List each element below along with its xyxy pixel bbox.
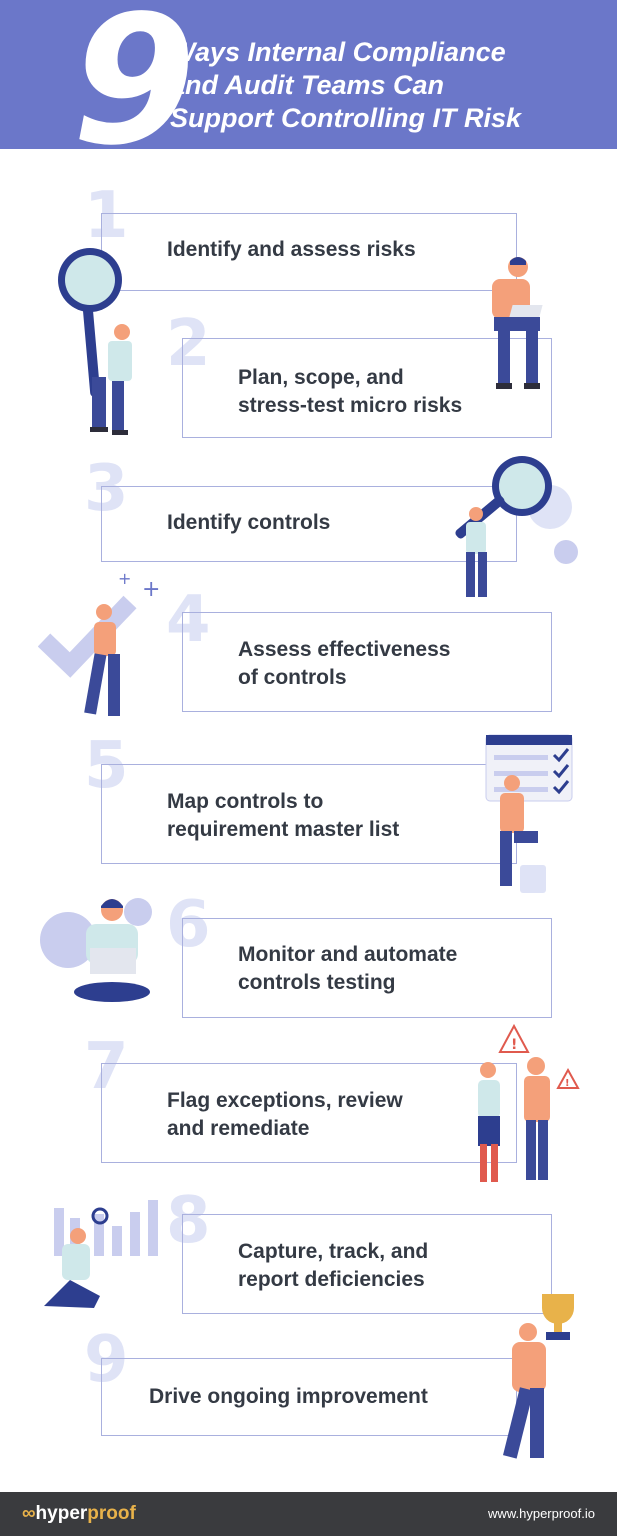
- checkmark-person-illustration: + +: [38, 570, 160, 716]
- step-label-2: Plan, scope, and stress-test micro risks: [238, 366, 463, 417]
- logo-mark-icon: ∞: [22, 1503, 36, 1524]
- website-link[interactable]: www.hyperproof.io: [488, 1506, 595, 1521]
- step-box-3: [101, 486, 517, 562]
- step-number-2: 2: [166, 307, 211, 381]
- hyperproof-logo[interactable]: ∞hyperproof: [22, 1503, 136, 1525]
- step-box-7: [101, 1063, 517, 1163]
- step-label-1: Identify and assess risks: [167, 238, 416, 261]
- svg-text:!: !: [565, 1078, 570, 1089]
- step-label-7: Flag exceptions, review and remediate: [167, 1089, 403, 1140]
- step-label-4: Assess effectiveness of controls: [238, 638, 451, 689]
- step-number-4: 4: [166, 583, 211, 657]
- magnifier-person-illustration: [58, 248, 132, 435]
- step-box-6: [182, 918, 552, 1018]
- step-label-3: Identify controls: [167, 511, 331, 534]
- step-box-2: [182, 338, 552, 438]
- step-label-6: Monitor and automate controls testing: [238, 943, 458, 994]
- step-number-5: 5: [84, 729, 129, 803]
- warning-people-illustration: ! !: [478, 1024, 580, 1182]
- page-title: Ways Internal Compliance and Audit Teams…: [170, 36, 600, 135]
- bar-chart-person-illustration: [44, 1200, 158, 1308]
- title-line: and Audit Teams Can: [170, 70, 445, 100]
- logo-text-suffix: proof: [87, 1503, 136, 1524]
- step-number-6: 6: [166, 888, 211, 962]
- logo-text-prefix: hyper: [35, 1503, 88, 1524]
- step-number-8: 8: [166, 1184, 211, 1258]
- title-line: Ways Internal Compliance: [170, 37, 506, 67]
- step-number-3: 3: [84, 452, 129, 526]
- step-label-8: Capture, track, and report deficiencies: [238, 1240, 429, 1291]
- title-line: Support Controlling IT Risk: [170, 103, 521, 133]
- step-number-7: 7: [84, 1030, 129, 1104]
- svg-text:+: +: [118, 570, 131, 588]
- header-big-number: 9: [72, 0, 196, 184]
- header-banner: 9 Ways Internal Compliance and Audit Tea…: [0, 0, 617, 170]
- svg-text:!: !: [511, 1037, 517, 1053]
- trophy-person-illustration: [503, 1294, 574, 1459]
- svg-text:+: +: [142, 577, 160, 602]
- magnifier-gears-illustration: [455, 456, 578, 597]
- step-label-5: Map controls to requirement master list: [167, 790, 400, 841]
- sitting-laptop-person-illustration: [40, 898, 152, 1002]
- step-label-9: Drive ongoing improvement: [149, 1385, 428, 1408]
- footer-bar: ∞hyperproof www.hyperproof.io: [0, 1492, 617, 1536]
- step-box-4: [182, 612, 552, 712]
- step-number-1: 1: [84, 179, 129, 253]
- checklist-person-illustration: [485, 734, 573, 893]
- laptop-person-illustration: [492, 257, 543, 389]
- step-number-9: 9: [84, 1323, 129, 1397]
- step-box-9: [101, 1358, 517, 1436]
- step-box-8: [182, 1214, 552, 1314]
